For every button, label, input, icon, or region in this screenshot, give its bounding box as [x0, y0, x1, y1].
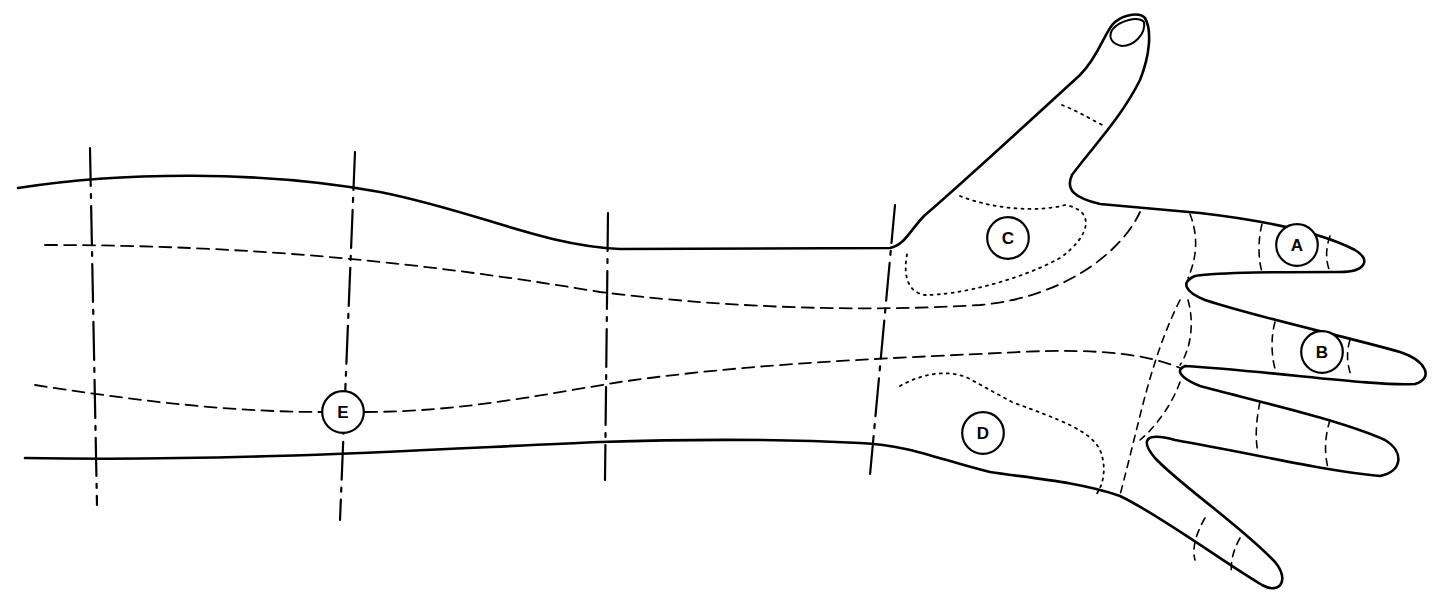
callout-letter: A — [1275, 223, 1319, 267]
callout-letter: C — [986, 216, 1030, 260]
thumb-crease — [1062, 105, 1105, 126]
section-line — [340, 152, 355, 520]
crease-line — [1256, 402, 1260, 452]
region-outline — [906, 196, 1086, 295]
callout-letter: D — [961, 411, 1005, 455]
crease-line — [1259, 224, 1262, 272]
arm-outline — [18, 15, 1426, 589]
thumb-nail — [1110, 19, 1144, 46]
callout-circle: D — [961, 411, 1005, 455]
crease-line — [1348, 340, 1352, 378]
crease-line — [1272, 322, 1276, 372]
section-line — [90, 148, 97, 505]
callout-letter: E — [321, 390, 365, 434]
crease-line — [1326, 420, 1330, 468]
dashed-line — [35, 351, 1180, 412]
dashed-line — [45, 212, 1140, 308]
crease-line — [1327, 236, 1330, 272]
callout-circle: E — [321, 390, 365, 434]
region-outline — [900, 373, 1104, 496]
crease-line — [1231, 538, 1240, 575]
callout-letter: B — [1300, 330, 1344, 374]
crease-line — [1188, 214, 1196, 278]
callout-circle: C — [986, 216, 1030, 260]
callout-circle: A — [1275, 223, 1319, 267]
section-line — [870, 205, 895, 475]
crease-line — [1120, 300, 1180, 495]
section-line — [605, 213, 608, 480]
crease-line — [1194, 518, 1205, 560]
callout-circle: B — [1300, 330, 1344, 374]
crease-line — [1180, 300, 1191, 365]
